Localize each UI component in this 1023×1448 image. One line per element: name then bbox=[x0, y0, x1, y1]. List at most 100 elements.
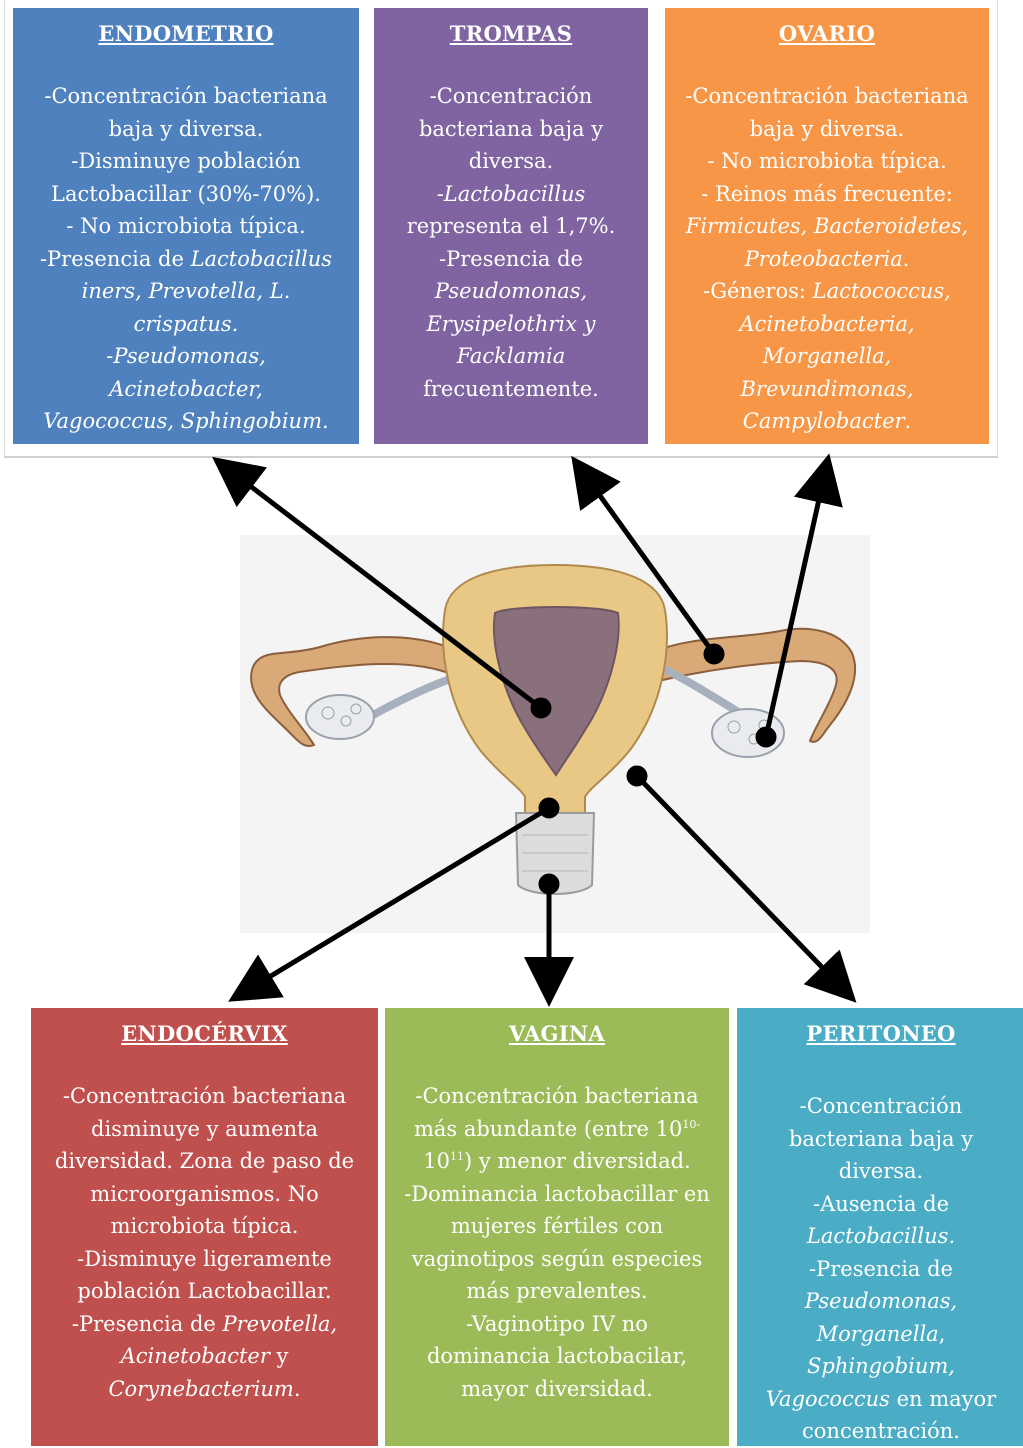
text-line: más prevalentes. bbox=[399, 1275, 715, 1308]
text-line: Lactobacillar (30%-70%). bbox=[27, 178, 345, 211]
text-run: Corynebacterium bbox=[108, 1377, 293, 1401]
text-run: más prevalentes. bbox=[466, 1279, 647, 1303]
text-run: Lactobacillus bbox=[191, 247, 332, 271]
text-line: frecuentemente. bbox=[388, 373, 634, 406]
text-line: -Concentración bacteriana bbox=[679, 80, 975, 113]
text-line: Sphingobium, bbox=[751, 1350, 1011, 1383]
text-line: microbiota típica. bbox=[45, 1210, 364, 1243]
text-line: disminuye y aumenta bbox=[45, 1113, 364, 1146]
text-line: bacteriana baja y bbox=[751, 1123, 1011, 1156]
text-line: mujeres fértiles con bbox=[399, 1210, 715, 1243]
text-run: ) y menor diversidad. bbox=[464, 1149, 691, 1173]
text-run: mayor diversidad. bbox=[461, 1377, 653, 1401]
text-line: Morganella, bbox=[751, 1318, 1011, 1351]
endometrio-box: ENDOMETRIO -Concentración bacterianabaja… bbox=[13, 8, 359, 444]
text-run: -Presencia de bbox=[72, 1312, 223, 1336]
text-line: diversidad. Zona de paso de bbox=[45, 1145, 364, 1178]
text-run: dominancia lactobacilar, bbox=[427, 1344, 687, 1368]
text-run: Erysipelothrix y bbox=[426, 312, 595, 336]
text-line: diversa. bbox=[751, 1155, 1011, 1188]
text-run: concentración. bbox=[802, 1419, 960, 1443]
text-run: -Vaginotipo IV no bbox=[466, 1312, 648, 1336]
text-run: -Dominancia lactobacillar en bbox=[404, 1182, 710, 1206]
text-run: -Disminuye ligeramente bbox=[77, 1247, 332, 1271]
text-run: 10 bbox=[423, 1149, 450, 1173]
text-line: -Disminuye ligeramente bbox=[45, 1243, 364, 1276]
text-line: -Presencia de bbox=[388, 243, 634, 276]
text-run: en mayor bbox=[890, 1387, 996, 1411]
text-run: Brevundimonas, bbox=[740, 377, 913, 401]
peritoneo-text: -Concentración bacteriana baja y diversa. -… bbox=[751, 1090, 1011, 1448]
text-line: microorganismos. No bbox=[45, 1178, 364, 1211]
text-run: - No microbiota típica. bbox=[707, 149, 946, 173]
text-line: Facklamia bbox=[388, 340, 634, 373]
text-line: -Presencia de Lactobacillus bbox=[27, 243, 345, 276]
text-run: -Presencia de bbox=[439, 247, 583, 271]
peritoneo-title: PERITONEO bbox=[751, 1018, 1011, 1050]
text-run: Acinetobacteria, Morganella, bbox=[739, 312, 914, 369]
text-line: mayor diversidad. bbox=[399, 1373, 715, 1406]
ovario-title: OVARIO bbox=[679, 18, 975, 50]
endocervix-text: -Concentración bacteriana disminuye y aum… bbox=[45, 1080, 364, 1405]
text-run: , bbox=[939, 1322, 946, 1346]
text-run: Lactobacillus. bbox=[807, 1224, 955, 1248]
text-line: Lactobacillus. bbox=[751, 1220, 1011, 1253]
text-run: bacteriana baja y bbox=[419, 117, 603, 141]
peritoneo-box: PERITONEO -Concentración bacteriana baja … bbox=[737, 1008, 1023, 1446]
text-run: Acinetobacter bbox=[121, 1344, 270, 1368]
text-line: baja y diversa. bbox=[679, 113, 975, 146]
left-ovary bbox=[306, 695, 374, 739]
text-run: Pseudomonas, bbox=[805, 1289, 957, 1313]
ovario-box: OVARIO -Concentración bacteriana baja y d… bbox=[665, 8, 989, 444]
text-run: Vagococcus, Sphingobium bbox=[43, 409, 322, 433]
text-run: -Concentración bacteriana bbox=[44, 84, 327, 108]
text-run: -Géneros: bbox=[703, 279, 812, 303]
uterus-illustration bbox=[240, 535, 870, 933]
text-run: diversa. bbox=[469, 149, 553, 173]
text-run: Lactococcus, bbox=[813, 279, 951, 303]
text-line: Vagococcus, Sphingobium. bbox=[27, 405, 345, 438]
trompas-text: -Concentración bacteriana baja y diversa. -… bbox=[388, 80, 634, 405]
text-line: vaginotipos según especies bbox=[399, 1243, 715, 1276]
text-run: bacteriana baja y bbox=[789, 1127, 973, 1151]
text-run: vaginotipos según especies bbox=[412, 1247, 703, 1271]
text-run: mujeres fértiles con bbox=[451, 1214, 663, 1238]
right-ovary bbox=[712, 709, 784, 757]
text-run: . bbox=[905, 409, 912, 433]
text-run: -Concentración bbox=[800, 1094, 963, 1118]
text-line: -Concentración bacteriana bbox=[399, 1080, 715, 1113]
text-run: -Presencia de bbox=[809, 1257, 953, 1281]
text-line: Acinetobacter y bbox=[45, 1340, 364, 1373]
text-line: 1011) y menor diversidad. bbox=[399, 1145, 715, 1178]
text-run: más abundante (entre 10 bbox=[414, 1117, 682, 1141]
text-run: baja y diversa. bbox=[109, 117, 264, 141]
text-line: - No microbiota típica. bbox=[679, 145, 975, 178]
text-line: Brevundimonas, bbox=[679, 373, 975, 406]
text-line: dominancia lactobacilar, bbox=[399, 1340, 715, 1373]
text-run: disminuye y aumenta bbox=[91, 1117, 318, 1141]
text-run: - Reinos más frecuente: bbox=[701, 182, 953, 206]
text-line: Acinetobacteria, Morganella, bbox=[679, 308, 975, 373]
text-run: -Concentración bacteriana bbox=[63, 1084, 346, 1108]
text-line: -Disminuye población bbox=[27, 145, 345, 178]
ovario-text: -Concentración bacteriana baja y diversa.… bbox=[679, 80, 975, 438]
text-line: diversa. bbox=[388, 145, 634, 178]
text-line: Corynebacterium. bbox=[45, 1373, 364, 1406]
text-run: -Concentración bbox=[430, 84, 593, 108]
text-line: -Concentración bacteriana bbox=[45, 1080, 364, 1113]
text-run: -Concentración bacteriana bbox=[415, 1084, 698, 1108]
text-run: Facklamia bbox=[457, 344, 566, 368]
text-run: baja y diversa. bbox=[750, 117, 905, 141]
text-line: baja y diversa. bbox=[27, 113, 345, 146]
text-run: . bbox=[294, 1377, 301, 1401]
text-line: -Dominancia lactobacillar en bbox=[399, 1178, 715, 1211]
text-run: . bbox=[322, 409, 329, 433]
text-run: Prevotella, bbox=[223, 1312, 338, 1336]
text-line: -Géneros: Lactococcus, bbox=[679, 275, 975, 308]
text-line: Pseudomonas, bbox=[751, 1285, 1011, 1318]
text-run: Campylobacter bbox=[743, 409, 905, 433]
text-line: -Concentración bacteriana bbox=[27, 80, 345, 113]
text-line: Vagococcus en mayor bbox=[751, 1383, 1011, 1416]
